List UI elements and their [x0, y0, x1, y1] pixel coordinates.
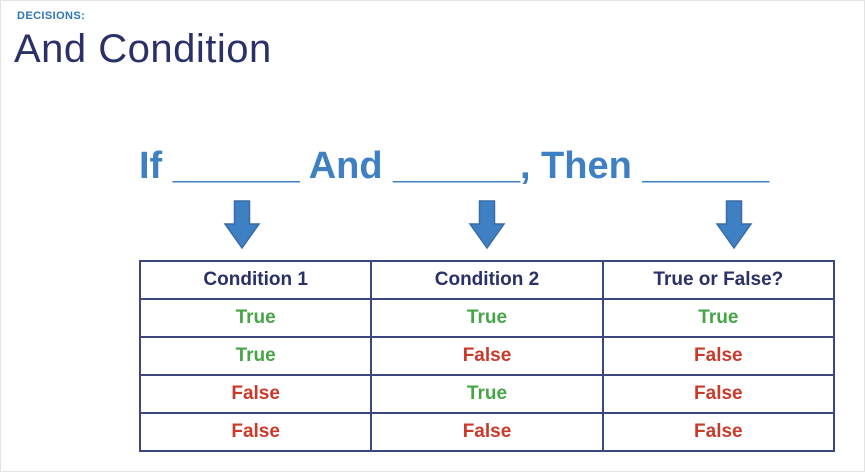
- table-header-row: Condition 1 Condition 2 True or False?: [138, 260, 836, 300]
- table-row: True True True: [138, 298, 836, 338]
- column-header-condition-1: Condition 1: [138, 260, 373, 300]
- down-arrow-icon: [715, 200, 753, 250]
- table-cell: False: [601, 336, 836, 376]
- down-arrow-icon: [223, 200, 261, 250]
- column-header-result: True or False?: [601, 260, 836, 300]
- table-cell: True: [601, 298, 836, 338]
- eyebrow-label: DECISIONS:: [17, 10, 86, 22]
- table-cell: True: [138, 336, 373, 376]
- column-header-condition-2: Condition 2: [370, 260, 604, 300]
- page-title: And Condition: [14, 27, 272, 71]
- table-cell: True: [370, 298, 604, 338]
- table-cell: False: [138, 412, 373, 452]
- formula-text: If ______ And ______, Then ______: [139, 145, 770, 187]
- table-cell: False: [370, 412, 604, 452]
- table-cell: True: [138, 298, 373, 338]
- table-cell: False: [601, 374, 836, 414]
- table-row: True False False: [138, 336, 836, 376]
- table-row: False False False: [138, 412, 836, 452]
- table-cell: False: [370, 336, 604, 376]
- down-arrow-icon: [468, 200, 506, 250]
- table-row: False True False: [138, 374, 836, 414]
- table-cell: False: [601, 412, 836, 452]
- table-cell: True: [370, 374, 604, 414]
- truth-table: Condition 1 Condition 2 True or False? T…: [138, 260, 836, 452]
- table-cell: False: [138, 374, 373, 414]
